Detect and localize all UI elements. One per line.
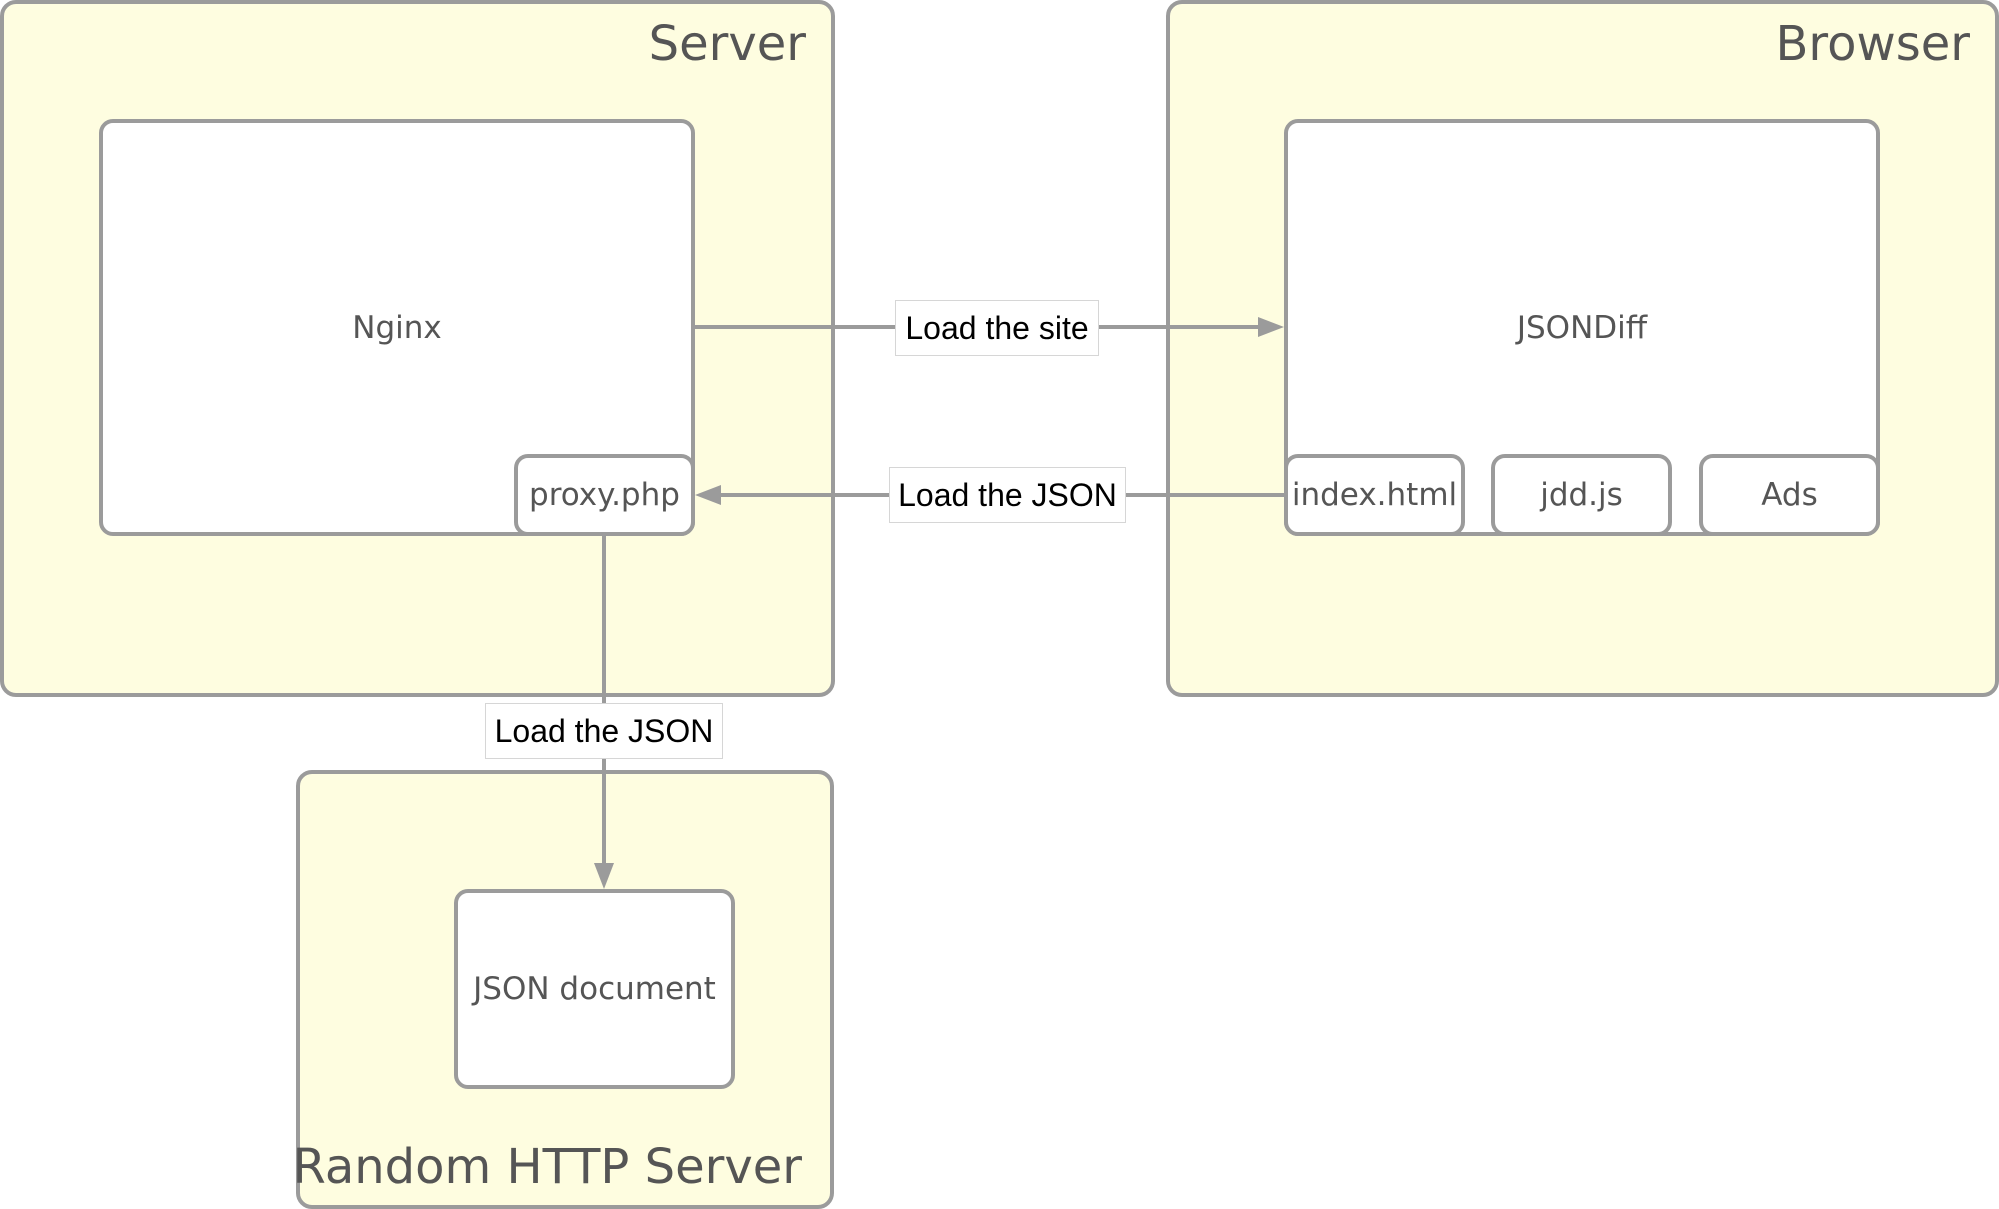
jdd-js-node: jdd.js xyxy=(1491,454,1672,536)
browser-group-title: Browser xyxy=(1775,16,1970,72)
random-http-server-group-title: Random HTTP Server xyxy=(292,1139,802,1195)
proxy-php-node: proxy.php xyxy=(514,454,695,536)
load-json-remote-label: Load the JSON xyxy=(485,703,723,759)
load-site-arrowhead xyxy=(1258,317,1284,337)
ads-node: Ads xyxy=(1699,454,1880,536)
load-json-browser-label: Load the JSON xyxy=(889,467,1126,523)
index-html-node: index.html xyxy=(1284,454,1465,536)
server-group-title: Server xyxy=(648,16,806,72)
json-document-node: JSON document xyxy=(454,889,735,1089)
load-json-remote-arrowhead xyxy=(594,863,614,889)
load-site-label: Load the site xyxy=(895,300,1099,356)
load-json-browser-arrowhead xyxy=(695,485,721,505)
